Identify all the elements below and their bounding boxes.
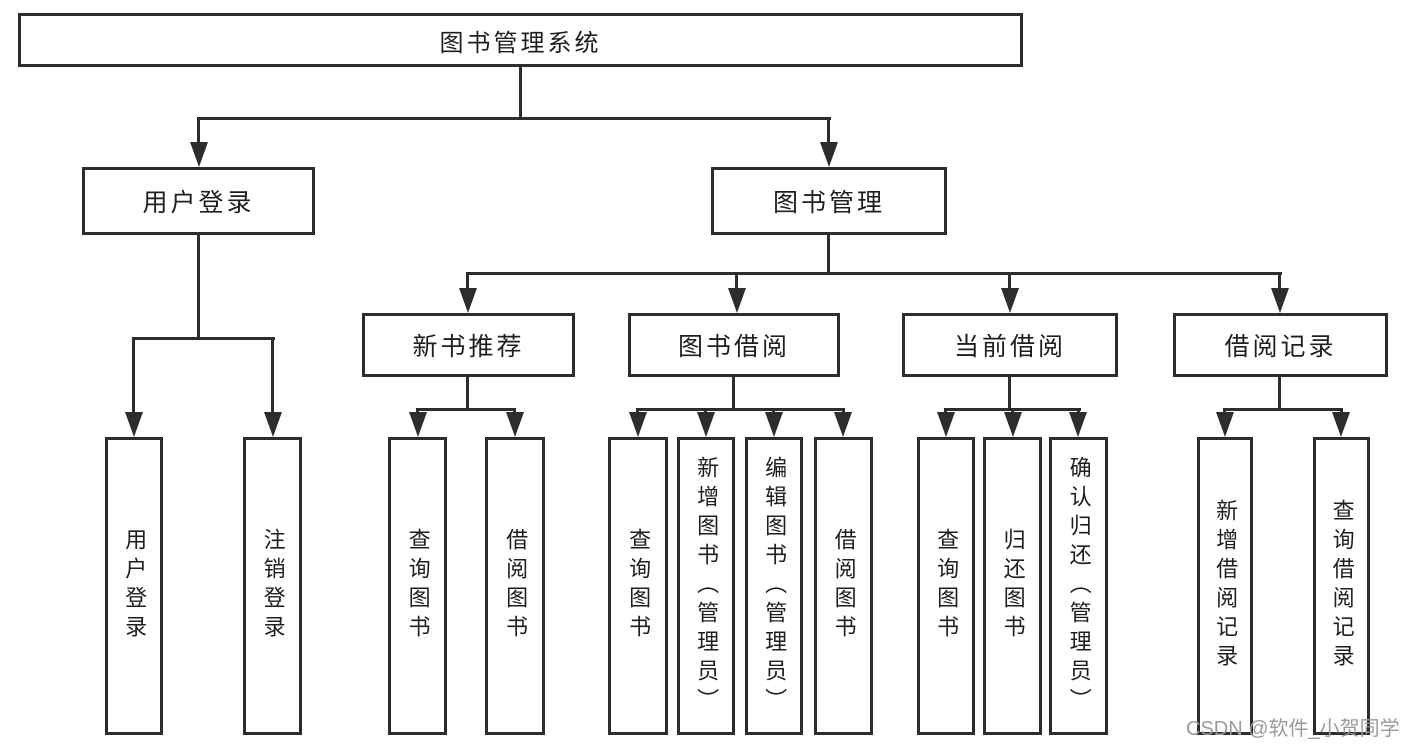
- connector-rail: [1223, 408, 1343, 411]
- connector-stem: [519, 67, 522, 117]
- leaf-recommend-query-book: 查询图书: [388, 437, 447, 735]
- connector-drop: [271, 337, 274, 414]
- arrow-down-icon: [125, 412, 143, 437]
- connector-stem: [827, 235, 830, 272]
- connector-drop: [735, 272, 738, 290]
- connector-rail: [466, 272, 1282, 275]
- node-root: 图书管理系统: [18, 13, 1023, 67]
- node-book-management: 图书管理: [711, 167, 947, 235]
- arrow-down-icon: [190, 142, 208, 167]
- leaf-borrow-query-book: 查询图书: [608, 437, 668, 735]
- leaf-logout: 注销登录: [243, 437, 302, 735]
- leaf-confirm-return-admin: 确认归还（管理员）: [1049, 437, 1108, 735]
- leaf-current-query-book: 查询图书: [917, 437, 975, 735]
- arrow-down-icon: [459, 288, 477, 313]
- arrow-down-icon: [937, 412, 955, 437]
- arrow-down-icon: [1004, 412, 1022, 437]
- node-borrow-records: 借阅记录: [1173, 313, 1388, 377]
- arrow-down-icon: [506, 412, 524, 437]
- connector-stem: [1008, 377, 1011, 408]
- leaf-add-book-admin: 新增图书（管理员）: [677, 437, 735, 735]
- arrow-down-icon: [409, 412, 427, 437]
- arrow-down-icon: [264, 412, 282, 437]
- leaf-borrow-book: 借阅图书: [814, 437, 873, 735]
- connector-stem: [197, 235, 200, 337]
- leaf-recommend-borrow-book: 借阅图书: [485, 437, 545, 735]
- connector-rail: [198, 117, 831, 120]
- arrow-down-icon: [1271, 288, 1289, 313]
- arrow-down-icon: [834, 412, 852, 437]
- arrow-down-icon: [697, 412, 715, 437]
- connector-drop: [1278, 272, 1281, 290]
- connector-drop: [827, 117, 830, 143]
- connector-rail: [132, 337, 275, 340]
- connector-stem: [1278, 377, 1281, 408]
- node-current-borrow: 当前借阅: [902, 313, 1118, 377]
- connector-rail: [416, 408, 516, 411]
- node-book-borrow: 图书借阅: [628, 313, 840, 377]
- connector-drop: [132, 337, 135, 414]
- connector-rail: [636, 408, 845, 411]
- leaf-return-book: 归还图书: [983, 437, 1042, 735]
- arrow-down-icon: [1001, 288, 1019, 313]
- node-new-book-recommend: 新书推荐: [362, 313, 575, 377]
- leaf-user-login: 用户登录: [105, 437, 163, 735]
- csdn-watermark: CSDN @软件_小贺同学: [1186, 718, 1400, 740]
- arrow-down-icon: [629, 412, 647, 437]
- arrow-down-icon: [1216, 412, 1234, 437]
- connector-drop: [1008, 272, 1011, 290]
- arrow-down-icon: [1069, 412, 1087, 437]
- node-user-login: 用户登录: [82, 167, 315, 235]
- arrow-down-icon: [765, 412, 783, 437]
- arrow-down-icon: [820, 142, 838, 167]
- connector-stem: [466, 377, 469, 408]
- leaf-query-borrow-record: 查询借阅记录: [1313, 437, 1370, 735]
- connector-drop: [466, 272, 469, 290]
- connector-stem: [732, 377, 735, 408]
- leaf-add-borrow-record: 新增借阅记录: [1197, 437, 1253, 735]
- leaf-edit-book-admin: 编辑图书（管理员）: [745, 437, 803, 735]
- arrow-down-icon: [1332, 412, 1350, 437]
- arrow-down-icon: [728, 288, 746, 313]
- connector-drop: [197, 117, 200, 143]
